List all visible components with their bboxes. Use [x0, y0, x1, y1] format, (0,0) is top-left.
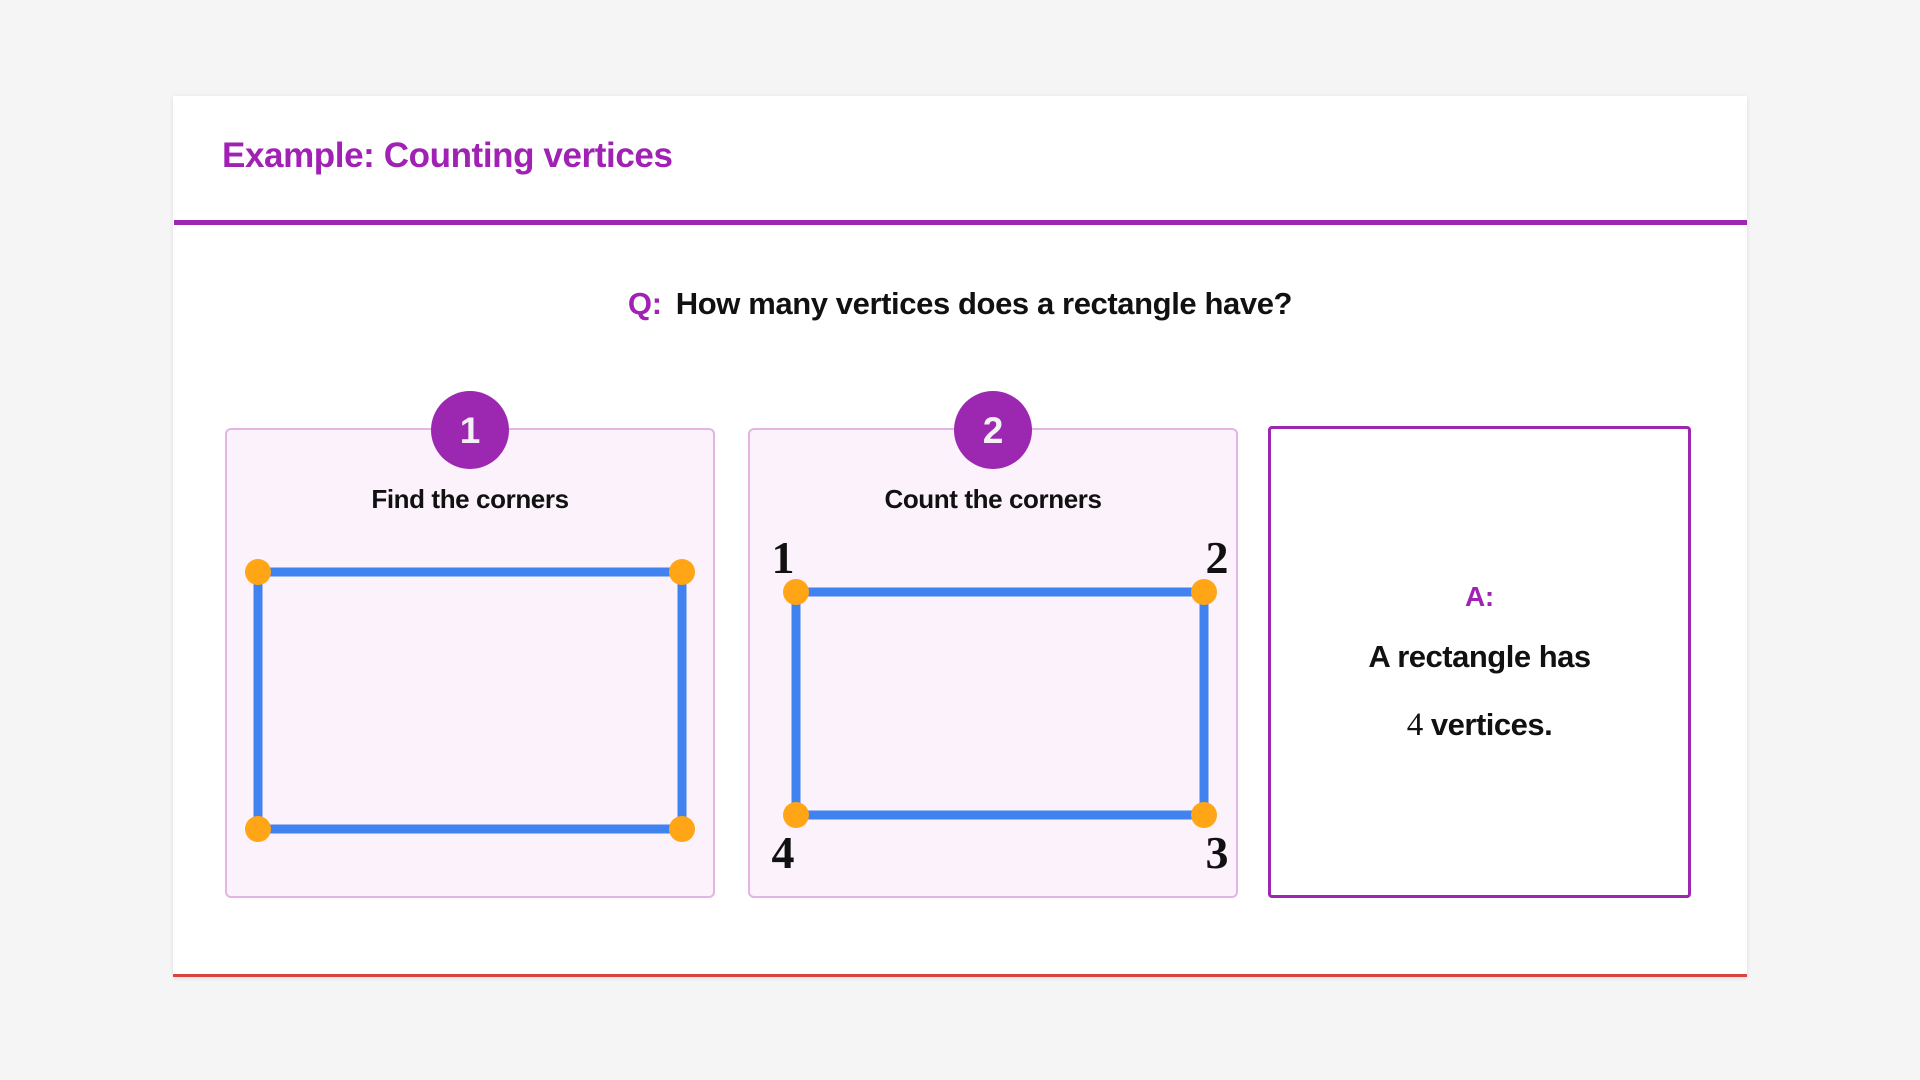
rectangle-vertices-2 [783, 579, 1217, 828]
rectangle-vertices-1 [245, 559, 695, 842]
rectangle-diagram-1 [227, 430, 713, 896]
step-badge-2: 2 [954, 391, 1032, 469]
answer-number: 4 [1406, 706, 1424, 743]
step-title-1: Find the corners [371, 484, 569, 514]
question-row: Q: How many vertices does a rectangle hav… [173, 286, 1747, 322]
step-title-2: Count the corners [884, 484, 1102, 514]
question-text: How many vertices does a rectangle have? [675, 286, 1293, 321]
steps-container: 1 Find the corners [173, 96, 1747, 977]
vertex-label-3: 3 [1206, 827, 1229, 878]
page-title: Example: Counting vertices [222, 136, 673, 175]
step-panel-2: 2 Count the corners [748, 391, 1238, 898]
answer-marker: A: [1465, 580, 1494, 612]
bottom-rule [173, 974, 1747, 977]
answer-line-1: A rectangle has [1368, 638, 1591, 674]
title-divider [174, 220, 1747, 225]
step-badge-1: 1 [431, 391, 509, 469]
vertex-label-1: 1 [772, 532, 795, 583]
rectangle-diagram-2: 1 2 3 4 [750, 430, 1236, 896]
rectangle-edges-1 [253, 567, 687, 834]
answer-unit-text: vertices. [1422, 706, 1553, 742]
rectangle-vertex-labels-2: 1 2 3 4 [772, 532, 1229, 878]
answer-line-2: 4 vertices. [1406, 706, 1553, 744]
question-marker: Q: [627, 286, 662, 321]
slide-card: Example: Counting vertices Q: How many ve… [173, 96, 1747, 977]
step-panel-1: 1 Find the corners [225, 391, 715, 898]
answer-panel: A: A rectangle has 4 vertices. [1268, 426, 1691, 898]
vertex-label-4: 4 [772, 827, 795, 878]
rectangle-edges-2 [791, 587, 1209, 820]
vertex-label-2: 2 [1206, 532, 1229, 583]
